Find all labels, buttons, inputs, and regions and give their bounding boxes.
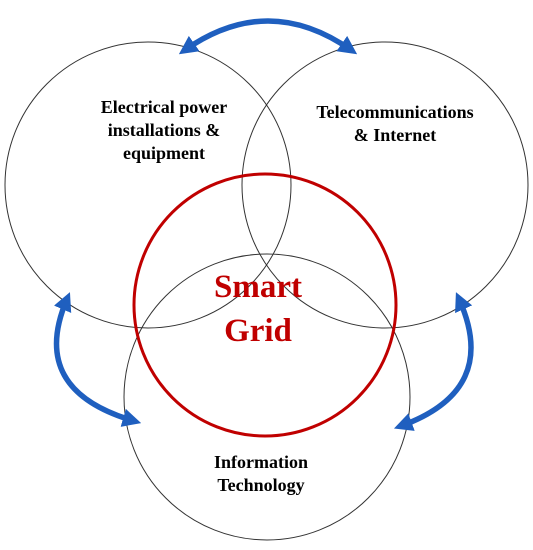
power-circle [4, 41, 292, 329]
it-label: Information Technology [178, 451, 344, 497]
telecom-label-line: & Internet [353, 125, 437, 146]
smart-grid-label-line: Smart [214, 269, 302, 305]
arrow-telecom-it [393, 292, 474, 431]
telecom-circle [241, 41, 529, 329]
smart-grid-label-line: Grid [224, 312, 292, 349]
power-label-line: installations & [107, 120, 221, 141]
power-label-line: equipment [122, 143, 205, 164]
power-label-line: Electrical power [100, 97, 228, 117]
arrow-power-telecom [178, 18, 358, 55]
power-label: Electrical power installations & equipme… [55, 96, 273, 165]
arrow-power-it [53, 292, 142, 427]
smart-grid-label: Smart Grid [168, 266, 348, 353]
telecom-label: Telecommunications & Internet [284, 101, 506, 147]
telecom-label-line: Telecommunications [316, 102, 474, 122]
it-label-line: Technology [217, 475, 305, 496]
it-label-line: Information [214, 452, 308, 472]
